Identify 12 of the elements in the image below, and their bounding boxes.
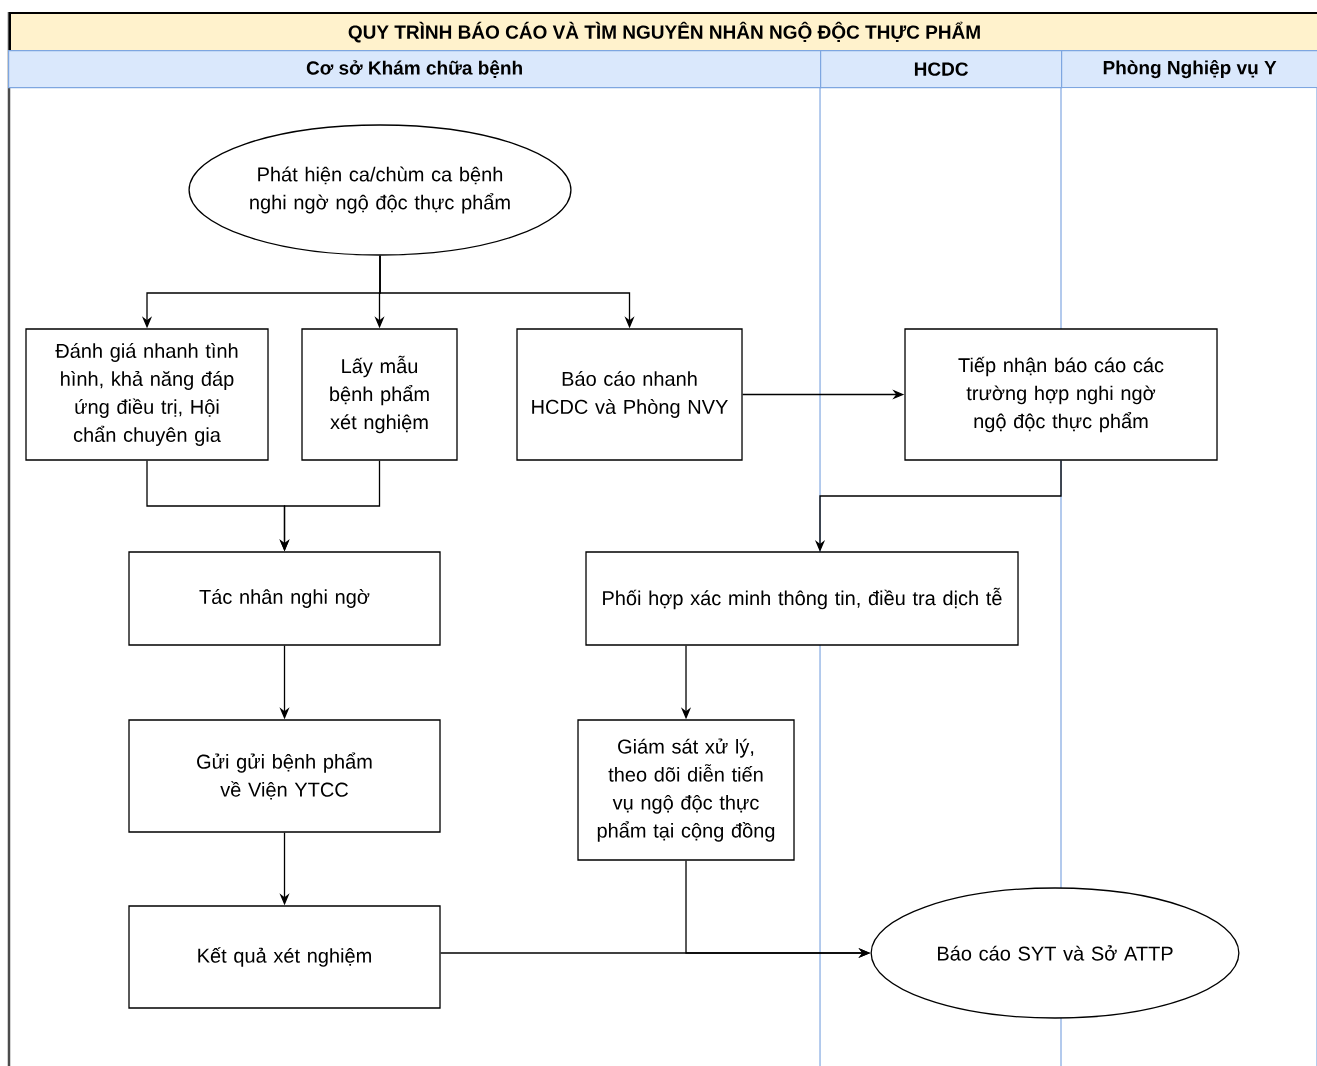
process-box: Giám sát xử lý, theo dõi diễn tiến vụ ngộ độc thực phẩm tại cộng đồng xyxy=(577,719,795,861)
lane-header: Phòng Nghiệp vụ Y xyxy=(1061,50,1317,89)
process-box: Đánh giá nhanh tình hình, khả năng đáp ứng điều trị, Hội chẩn chuyên gia xyxy=(25,328,269,461)
lane-header: HCDC xyxy=(820,50,1063,89)
process-box: Lấy mẫu bệnh phẩm xét nghiệm xyxy=(301,328,458,461)
process-box: Tác nhân nghi ngờ xyxy=(128,551,441,646)
process-box: Phối hợp xác minh thông tin, điều tra dịch tễ xyxy=(585,551,1019,646)
process-box: Gửi gửi bệnh phẩm về Viện YTCC xyxy=(128,719,441,833)
process-box: Báo cáo nhanh HCDC và Phòng NVY xyxy=(516,328,743,461)
process-box: Kết quả xét nghiệm xyxy=(128,905,441,1009)
title-band: QUY TRÌNH BÁO CÁO VÀ TÌM NGUYÊN NHÂN NGỘ ĐỘC THỰC PHẨM xyxy=(9,12,1317,52)
process-box: Tiếp nhận báo cáo các trường hợp nghi ngờ ngộ độc thực phẩm xyxy=(904,328,1218,461)
